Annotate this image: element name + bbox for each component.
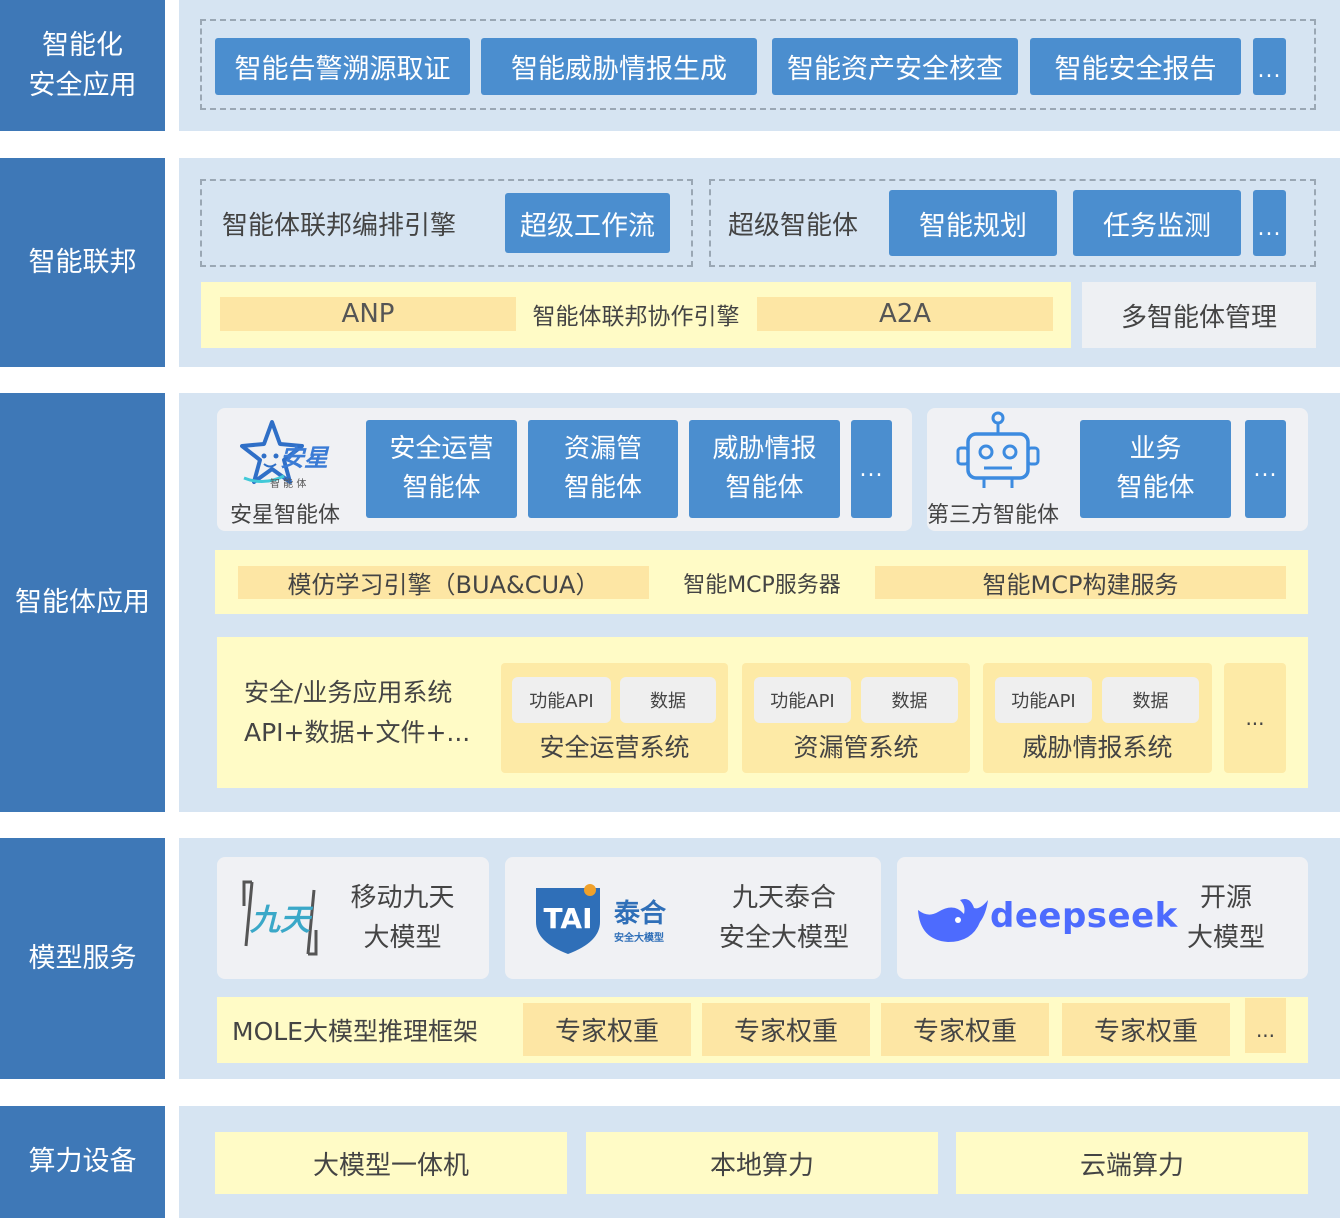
business-agent-box: 业务 智能体 <box>1080 420 1231 518</box>
threat-function-api: 功能API <box>995 677 1092 723</box>
anxing-agent-name: 安星智能体 <box>230 503 341 528</box>
super-agent-more: ... <box>1253 190 1286 256</box>
compute-local: 本地算力 <box>586 1132 938 1194</box>
anxing-logo-icon <box>240 420 304 484</box>
vuln-function-api: 功能API <box>754 677 851 723</box>
layer-label-compute: 算力设备 <box>0 1106 165 1218</box>
anp-protocol: ANP <box>220 297 516 331</box>
anxing-agent-more: ... <box>851 420 892 518</box>
app-item-alert-forensics: 智能告警溯源取证 <box>215 38 470 95</box>
third-party-agent-name: 第三方智能体 <box>927 503 1060 528</box>
smart-planning-box: 智能规划 <box>889 190 1057 256</box>
jiutian-model-card <box>217 857 489 979</box>
threat-intel-agent-box: 威胁情报 智能体 <box>689 420 840 518</box>
super-agent-group <box>709 179 1316 267</box>
task-monitor-box: 任务监测 <box>1073 190 1241 256</box>
deepseek-model-name: 开源 大模型 <box>1186 883 1265 953</box>
layer-label-federation: 智能联邦 <box>0 158 165 367</box>
compute-cloud: 云端算力 <box>956 1132 1308 1194</box>
taihe-model-name: 九天泰合 安全大模型 <box>718 883 849 953</box>
expert-weight-1: 专家权重 <box>523 1003 691 1056</box>
expert-weight-4: 专家权重 <box>1062 1003 1230 1056</box>
jiutian-logo-text: 九天 <box>249 903 314 938</box>
mole-framework-label: MOLE大模型推理框架 <box>232 1017 478 1046</box>
third-party-agent-more: ... <box>1245 420 1286 518</box>
tai-shield-icon: TAI <box>536 884 600 954</box>
secops-agent-box: 安全运营 智能体 <box>366 420 517 518</box>
systems-more: ... <box>1224 663 1286 773</box>
compute-llm-appliance: 大模型一体机 <box>215 1132 567 1194</box>
svg-text:TAI: TAI <box>543 902 592 935</box>
app-item-threat-intel: 智能威胁情报生成 <box>481 38 757 95</box>
expert-weight-2: 专家权重 <box>702 1003 870 1056</box>
orchestration-engine-label: 智能体联邦编排引擎 <box>222 210 457 241</box>
layer-label-app: 智能化 安全应用 <box>0 0 165 131</box>
collab-engine-label: 智能体联邦协作引擎 <box>532 304 740 330</box>
vuln-data: 数据 <box>861 677 958 723</box>
mcp-build-service: 智能MCP构建服务 <box>875 566 1286 599</box>
anxing-logo-subtext: 智 能 体 <box>270 479 307 490</box>
secops-function-api: 功能API <box>512 677 611 723</box>
threat-data: 数据 <box>1102 677 1199 723</box>
super-agent-label: 超级智能体 <box>728 210 859 241</box>
systems-label: 安全/业务应用系统 API+数据+文件+... <box>244 678 471 747</box>
app-item-report: 智能安全报告 <box>1030 38 1241 95</box>
orchestration-group <box>200 179 693 267</box>
multi-agent-management: 多智能体管理 <box>1082 282 1316 348</box>
threat-system-name: 威胁情报系统 <box>1022 733 1173 762</box>
secops-system-name: 安全运营系统 <box>539 733 690 762</box>
taihe-logo-text: 泰合 <box>614 899 667 929</box>
jiutian-logo-icon: 九天 <box>242 880 318 956</box>
imitation-learning-engine: 模仿学习引擎（BUA&CUA） <box>238 566 649 599</box>
jiutian-model-name: 移动九天 大模型 <box>350 883 455 953</box>
robot-icon <box>956 411 1040 488</box>
app-item-asset-check: 智能资产安全核查 <box>772 38 1018 95</box>
layer-label-agent-app: 智能体应用 <box>0 393 165 812</box>
deepseek-logo-text: deepseek <box>990 896 1178 936</box>
deepseek-whale-icon <box>918 899 988 942</box>
mcp-server-label: 智能MCP服务器 <box>683 572 841 598</box>
vuln-mgmt-agent-box: 资漏管 智能体 <box>528 420 678 518</box>
layer-label-model: 模型服务 <box>0 838 165 1079</box>
a2a-protocol: A2A <box>757 297 1053 331</box>
app-item-more: ... <box>1253 38 1286 95</box>
app-layer-group <box>200 19 1316 110</box>
taihe-logo-subtext: 安全大模型 <box>614 933 664 944</box>
expert-weight-more: ... <box>1245 998 1286 1053</box>
secops-data: 数据 <box>620 677 716 723</box>
anxing-logo-text: 安星 <box>280 444 328 472</box>
vuln-system-name: 资漏管系统 <box>793 733 919 762</box>
super-workflow-box: 超级工作流 <box>505 193 670 253</box>
expert-weight-3: 专家权重 <box>881 1003 1049 1056</box>
